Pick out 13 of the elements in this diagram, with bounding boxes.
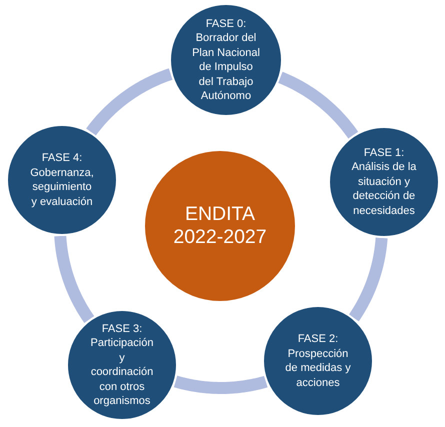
phase-description: Participación y coordinación con otros organismos	[90, 336, 154, 408]
phase-heading: FASE 0:	[206, 16, 246, 31]
connector-arc	[276, 72, 358, 140]
phase-heading: FASE 3:	[102, 322, 142, 336]
phase-description: Análisis de la situación y detección de necesidades	[350, 160, 418, 218]
phase-heading: FASE 4:	[42, 151, 82, 166]
connector-arc	[172, 376, 270, 394]
phase-description: Gobernanza, seguimiento y evaluación	[29, 166, 95, 209]
center-title: ENDITA 2022-2027	[172, 203, 268, 249]
phase-description: Borrador del Plan Nacional de Impulso del Trabajo Autónomo	[191, 31, 261, 104]
phase-heading: FASE 2:	[298, 332, 338, 346]
phase-description: Prospección de medidas y acciones	[284, 346, 352, 390]
phase-heading: FASE 1:	[364, 146, 404, 160]
